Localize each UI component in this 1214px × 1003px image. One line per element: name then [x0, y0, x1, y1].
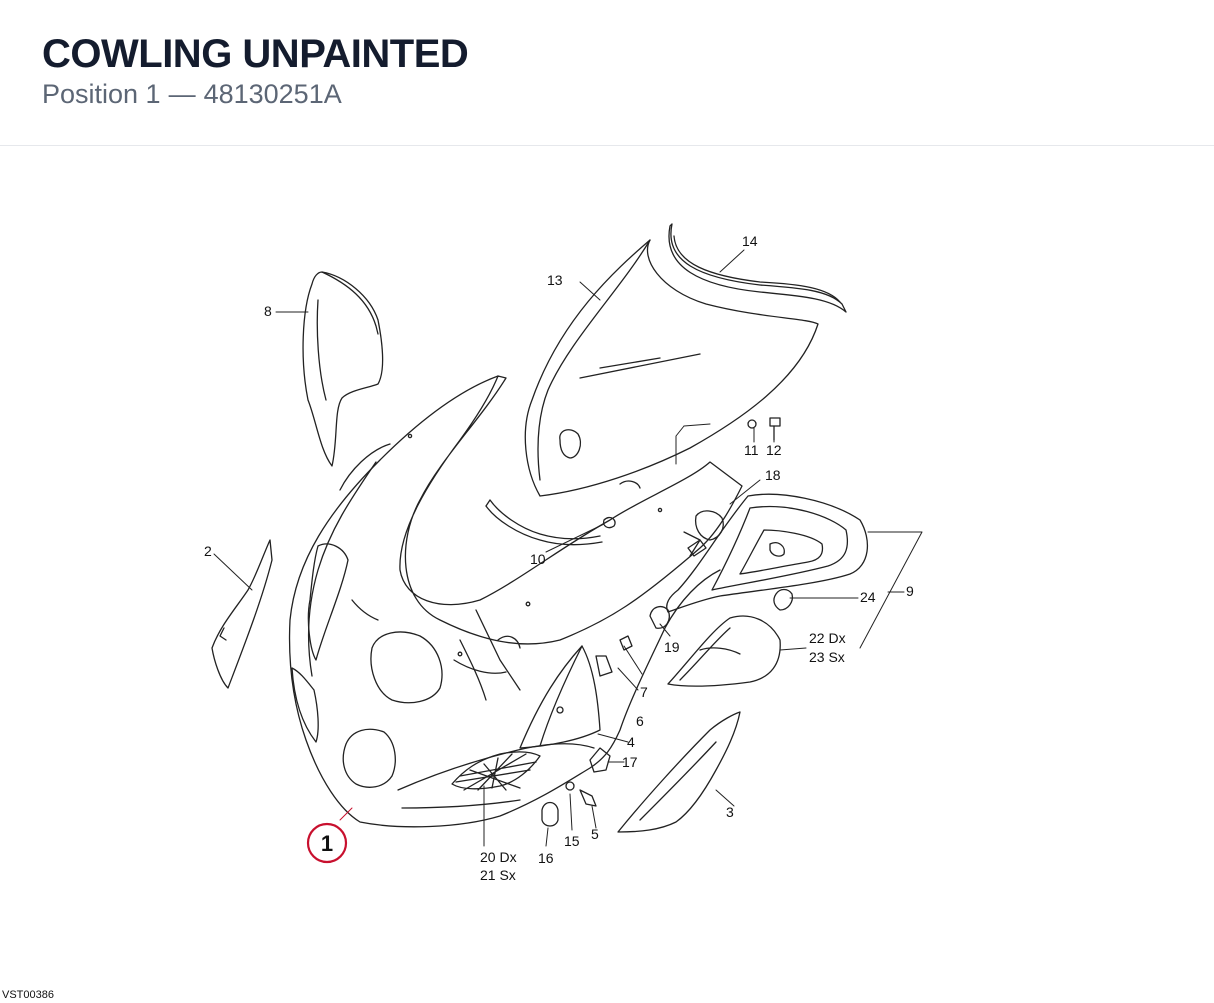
label-19: 19: [664, 639, 680, 655]
page-subtitle: Position 1—48130251A: [42, 78, 342, 110]
part-9-mirror: [666, 493, 869, 613]
label-4: 4: [627, 734, 635, 750]
callout-1-number: 1: [321, 831, 333, 856]
label-8: 8: [264, 303, 272, 319]
leader-lines: [213, 249, 923, 847]
label-5: 5: [591, 826, 599, 842]
callout-1-highlight[interactable]: 1: [306, 822, 348, 864]
part-labels: 14 13 8 2 11 12 18 10 24 9 19 22 Dx 23 S…: [204, 233, 914, 883]
label-22: 22 Dx: [809, 630, 846, 646]
label-18: 18: [765, 467, 781, 483]
part-24-bulb: [773, 588, 794, 611]
part-10-cable: [485, 499, 616, 546]
label-14: 14: [742, 233, 758, 249]
label-15: 15: [564, 833, 580, 849]
label-9: 9: [906, 583, 914, 599]
drawing-code: VST00386: [2, 989, 54, 1001]
label-20: 20 Dx: [480, 849, 517, 865]
label-23: 23 Sx: [809, 649, 845, 665]
part-4-duct: [519, 645, 601, 749]
part-1-main-fairing: [288, 375, 743, 828]
diagram-svg: 14 13 8 2 11 12 18 10 24 9 19 22 Dx 23 S…: [204, 223, 923, 883]
part-2-side-panel: [211, 539, 273, 689]
label-10: 10: [530, 551, 546, 567]
part-19-grommet: [649, 605, 670, 629]
subtitle-separator: —: [168, 79, 196, 109]
part-5-15-16-fasteners: [541, 706, 597, 827]
part-22-23-lens: [667, 615, 781, 687]
label-24: 24: [860, 589, 876, 605]
part-number: 48130251A: [203, 79, 342, 109]
page-title: COWLING UNPAINTED: [42, 32, 469, 76]
part-13-windscreen: [524, 239, 819, 497]
exploded-diagram: 14 13 8 2 11 12 18 10 24 9 19 22 Dx 23 S…: [0, 146, 1214, 1003]
part-8-inner-panel: [302, 271, 384, 467]
part-11-12-screws: [747, 417, 781, 441]
part-18-bracket: [687, 510, 724, 557]
label-7: 7: [640, 684, 648, 700]
label-3: 3: [726, 804, 734, 820]
label-16: 16: [538, 850, 554, 866]
label-21: 21 Sx: [480, 867, 516, 883]
position-label: Position 1: [42, 79, 161, 109]
label-2: 2: [204, 543, 212, 559]
label-11: 11: [744, 442, 759, 458]
part-14-trim-strip: [668, 223, 847, 313]
part-3-lower-panel: [617, 711, 741, 833]
label-17: 17: [622, 754, 638, 770]
header: COWLING UNPAINTED Position 1—48130251A: [0, 0, 1214, 146]
label-12: 12: [766, 442, 782, 458]
label-13: 13: [547, 272, 563, 288]
part-17-clip: [589, 747, 611, 773]
part-20-21-grille: [451, 751, 541, 791]
part-6-7-clips: [595, 635, 633, 677]
label-6: 6: [636, 713, 644, 729]
